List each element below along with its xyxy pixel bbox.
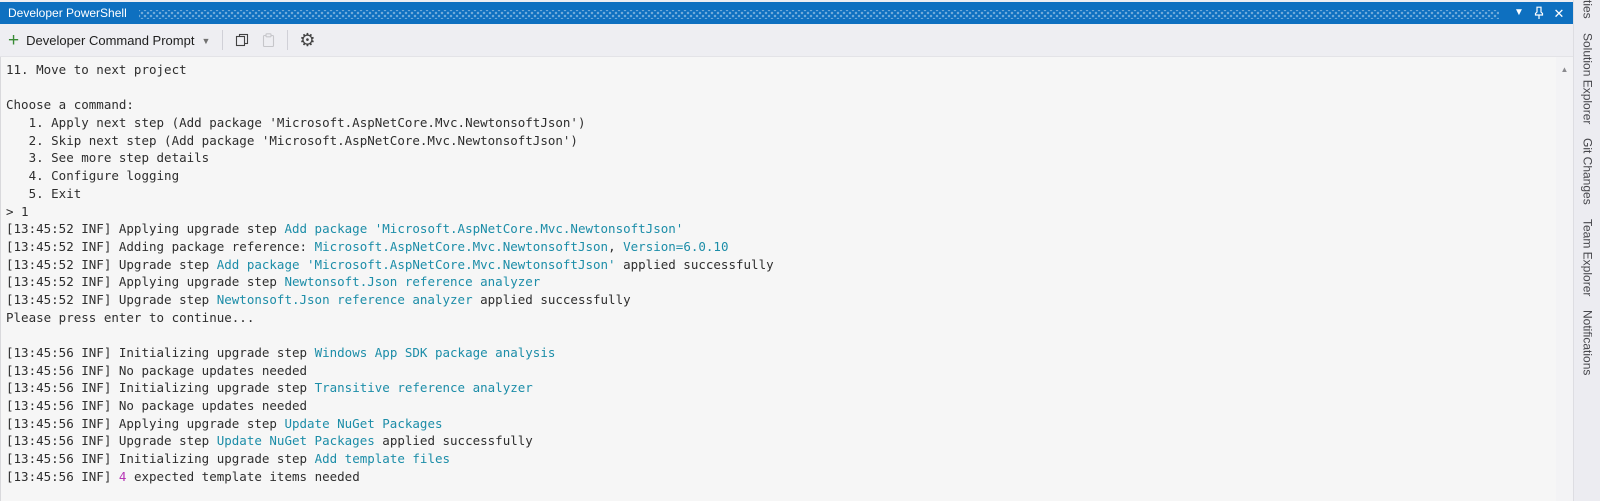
settings-gear-icon: ⚙ bbox=[299, 30, 316, 50]
panel-titlebar: Developer PowerShell ▼ ✕ bbox=[0, 2, 1573, 24]
panel-title: Developer PowerShell bbox=[8, 6, 127, 20]
terminal-line: [13:45:52 INF] Applying upgrade step New… bbox=[6, 274, 541, 290]
scrollbar-up-button[interactable]: ▲ bbox=[1556, 61, 1573, 78]
terminal-line: 4. Configure logging bbox=[6, 168, 180, 184]
auto-hide-pin-button[interactable] bbox=[1529, 4, 1549, 22]
terminal-toolbar: + Developer Command Prompt ▼ ⚙ bbox=[0, 24, 1573, 57]
close-icon: ✕ bbox=[1553, 5, 1565, 21]
paste-button[interactable] bbox=[255, 27, 281, 53]
terminal-line: Please press enter to continue... bbox=[6, 309, 255, 325]
terminal-container: 11. Move to next project Choose a comman… bbox=[0, 57, 1573, 501]
terminal-line: [13:45:56 INF] Initializing upgrade step… bbox=[6, 451, 451, 467]
terminal-line: 5. Exit bbox=[6, 185, 82, 201]
terminal-line: [13:45:56 INF] Initializing upgrade step… bbox=[6, 380, 533, 396]
side-tab-notifications[interactable]: Notifications bbox=[1580, 310, 1595, 376]
terminal-line: [13:45:56 INF] Applying upgrade step Upd… bbox=[6, 415, 443, 431]
terminal-line: [13:45:52 INF] Adding package reference:… bbox=[6, 238, 729, 254]
terminal-line: 3. See more step details bbox=[6, 150, 210, 166]
titlebar-drag-handle[interactable] bbox=[138, 9, 1499, 19]
dropdown-caret-icon: ▼ bbox=[201, 36, 211, 46]
close-panel-button[interactable]: ✕ bbox=[1549, 4, 1569, 22]
terminal-line: [13:45:56 INF] No package updates needed bbox=[6, 398, 308, 414]
terminal-line: Choose a command: bbox=[6, 97, 134, 113]
side-tab-solution-explorer[interactable]: Solution Explorer bbox=[1580, 32, 1595, 125]
terminal-output[interactable]: 11. Move to next project Choose a comman… bbox=[1, 57, 1556, 501]
top-border-strip bbox=[0, 0, 1573, 2]
terminal-line: [13:45:56 INF] 4 expected template items… bbox=[6, 468, 360, 484]
new-terminal-button[interactable]: + Developer Command Prompt ▼ bbox=[8, 31, 216, 50]
side-tab-team-explorer[interactable]: Team Explorer bbox=[1580, 218, 1595, 297]
chevron-down-icon: ▼ bbox=[1514, 7, 1524, 18]
paste-icon bbox=[262, 33, 274, 48]
scroll-up-arrow-icon: ▲ bbox=[1560, 65, 1569, 74]
terminal-line: [13:45:56 INF] No package updates needed bbox=[6, 362, 308, 378]
terminal-scrollbar[interactable]: ▲ bbox=[1556, 57, 1573, 501]
window-position-button[interactable]: ▼ bbox=[1509, 4, 1529, 22]
toolbar-separator bbox=[222, 30, 224, 50]
terminal-line: [13:45:52 INF] Applying upgrade step Add… bbox=[6, 221, 684, 237]
terminal-line: > 1 bbox=[6, 203, 29, 219]
terminal-line: 11. Move to next project bbox=[6, 62, 187, 77]
copy-button[interactable] bbox=[229, 27, 255, 53]
settings-button[interactable]: ⚙ bbox=[294, 27, 320, 53]
terminal-line: 1. Apply next step (Add package 'Microso… bbox=[6, 115, 586, 131]
add-icon: + bbox=[8, 29, 20, 51]
terminal-line: [13:45:56 INF] Upgrade step Update NuGet… bbox=[6, 433, 533, 449]
terminal-line: [13:45:52 INF] Upgrade step Newtonsoft.J… bbox=[6, 291, 631, 307]
terminal-line bbox=[6, 79, 1556, 97]
copy-icon bbox=[236, 33, 249, 47]
terminal-line bbox=[6, 326, 1556, 344]
terminal-line: [13:45:56 INF] Initializing upgrade step… bbox=[6, 345, 556, 360]
side-tab-properties-partial[interactable]: ties bbox=[1580, 0, 1595, 19]
side-tab-git-changes[interactable]: Git Changes bbox=[1580, 138, 1595, 205]
pin-icon bbox=[1534, 6, 1544, 19]
toolbar-separator bbox=[287, 30, 289, 50]
terminal-line: [13:45:52 INF] Upgrade step Add package … bbox=[6, 256, 774, 272]
terminal-line: 2. Skip next step (Add package 'Microsof… bbox=[6, 132, 578, 148]
new-terminal-label: Developer Command Prompt bbox=[26, 32, 195, 48]
